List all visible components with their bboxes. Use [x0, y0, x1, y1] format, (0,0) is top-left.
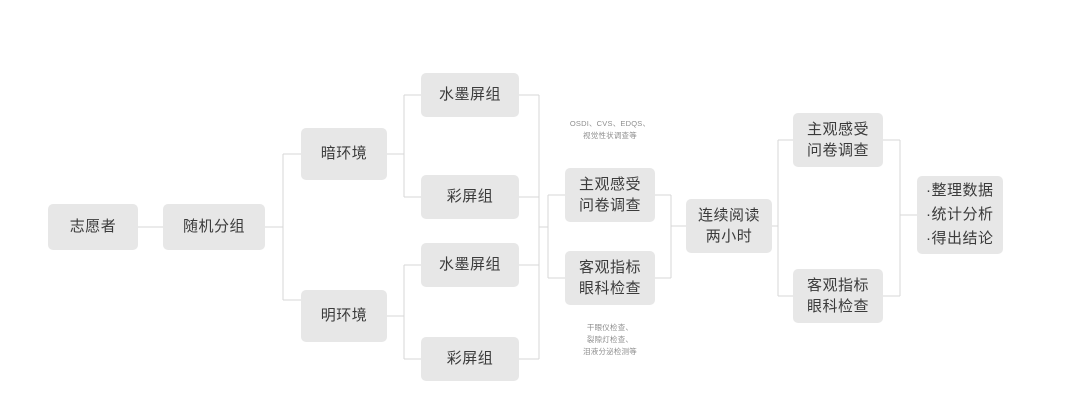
node-dark-environment-line-1: 暗环境 [320, 145, 368, 163]
annotation-objective-note-line-1: 干眼仪检查、 [586, 323, 634, 332]
link-posttests-conclusion [883, 139, 917, 297]
annotation-objective-note: 干眼仪检查、 裂隙灯检查、 泪液分泌检测等 [557, 322, 663, 358]
node-post-objective-exam[interactable]: 客观指标 眼科检查 [793, 269, 883, 323]
node-conclusion-line-2: ·统计分析 [926, 206, 994, 224]
node-light-environment-line-1: 明环境 [320, 307, 368, 325]
node-pre-subjective-survey-line-2: 问卷调查 [578, 197, 641, 214]
link-groups-merge [519, 94, 548, 360]
node-post-subjective-survey-line-1: 主观感受 [806, 120, 869, 138]
node-post-subjective-survey[interactable]: 主观感受 问卷调查 [793, 113, 883, 167]
node-volunteers[interactable]: 志愿者 [48, 204, 138, 250]
node-pre-subjective-survey-line-1: 主观感受 [578, 175, 641, 193]
link-dark-environment-groups [387, 94, 421, 198]
link-baseline-pretests [547, 194, 565, 279]
node-pre-objective-exam-line-2: 眼科检查 [578, 280, 641, 297]
node-light-environment[interactable]: 明环境 [301, 290, 387, 342]
node-reading-task-line-1: 连续阅读 [697, 206, 760, 224]
node-volunteers-line-1: 志愿者 [69, 218, 117, 236]
node-post-objective-exam-line-1: 客观指标 [806, 276, 869, 294]
annotation-subjective-note: OSDI、CVS、EDQS、 视觉性状调查等 [557, 118, 663, 142]
node-reading-task-line-2: 两小时 [705, 228, 753, 245]
annotation-objective-note-line-2: 裂隙灯检查、 [586, 335, 634, 344]
annotation-subjective-note-line-1: OSDI、CVS、EDQS、 [569, 119, 651, 128]
node-dark-color-group[interactable]: 彩屏组 [421, 175, 519, 219]
link-pretests-reading [655, 194, 686, 279]
link-reading-posttests [772, 139, 793, 297]
node-conclusion-line-1: ·整理数据 [926, 182, 994, 200]
annotation-subjective-note-line-2: 视觉性状调查等 [583, 131, 637, 140]
link-randomization-environments [265, 153, 301, 301]
node-post-objective-exam-line-2: 眼科检查 [806, 298, 869, 315]
node-conclusion[interactable]: ·整理数据 ·统计分析 ·得出结论 [917, 176, 1003, 254]
node-dark-eink-group[interactable]: 水墨屏组 [421, 73, 519, 117]
node-light-eink-group[interactable]: 水墨屏组 [421, 243, 519, 287]
node-light-color-group-line-1: 彩屏组 [446, 350, 494, 368]
node-pre-objective-exam-line-1: 客观指标 [578, 258, 641, 276]
node-dark-environment[interactable]: 暗环境 [301, 128, 387, 180]
annotation-objective-note-line-3: 泪液分泌检测等 [583, 347, 637, 356]
node-randomization-line-1: 随机分组 [182, 218, 245, 236]
node-pre-objective-exam[interactable]: 客观指标 眼科检查 [565, 251, 655, 305]
link-light-environment-groups [387, 264, 421, 360]
node-reading-task[interactable]: 连续阅读 两小时 [686, 199, 772, 253]
node-conclusion-line-3: ·得出结论 [926, 229, 994, 247]
node-pre-subjective-survey[interactable]: 主观感受 问卷调查 [565, 168, 655, 222]
node-randomization[interactable]: 随机分组 [163, 204, 265, 250]
node-dark-eink-group-line-1: 水墨屏组 [438, 86, 501, 104]
node-light-eink-group-line-1: 水墨屏组 [438, 256, 501, 274]
node-dark-color-group-line-1: 彩屏组 [446, 188, 494, 206]
node-post-subjective-survey-line-2: 问卷调查 [806, 142, 869, 159]
node-light-color-group[interactable]: 彩屏组 [421, 337, 519, 381]
